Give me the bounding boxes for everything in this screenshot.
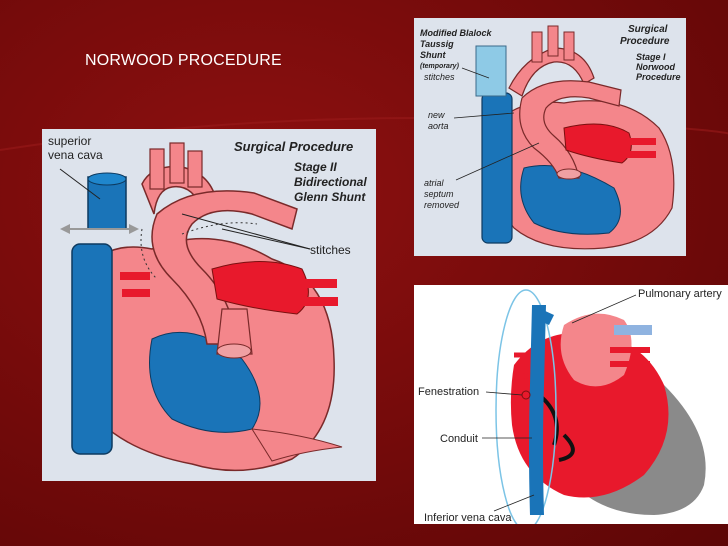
shunt-label-line2: Taussig (420, 39, 454, 49)
heart-red-atria (510, 333, 669, 498)
fontan-conduit-diagram: Pulmonary artery Fenestration Conduit In… (414, 285, 728, 524)
panel-heading-line2: Procedure (620, 36, 670, 47)
stitches-label: stitches (310, 243, 351, 257)
fenestration-label: Fenestration (418, 386, 479, 398)
conduit-tube (529, 305, 546, 515)
aorta-label-line1: new (428, 110, 445, 120)
norwood-stage1-diagram: Modified Blalock Taussig Shunt (temporar… (414, 18, 686, 256)
aorta-label-line2: aorta (428, 121, 449, 131)
pulmonary-artery-label: Pulmonary artery (638, 288, 722, 300)
svc-label-line1: superior (48, 134, 91, 148)
septum-label-line3: removed (424, 200, 460, 210)
fenestration-dot (521, 390, 531, 400)
glenn-shunt-diagram: superior vena cava Surgical Procedure St… (42, 129, 376, 481)
conduit-outline (495, 289, 557, 524)
reconstructed-aorta (151, 190, 298, 345)
shunt-label-line3: Shunt (420, 50, 446, 60)
septum-label-line1: atrial (424, 178, 445, 188)
slide-title: NORWOOD PROCEDURE (85, 52, 282, 69)
septum-label-line2: septum (424, 189, 454, 199)
temporary-label: (temporary) (420, 63, 460, 70)
inferior-vena-cava (71, 243, 113, 455)
panel-heading: Surgical Procedure (234, 139, 353, 154)
shunt-vessel (475, 45, 507, 97)
stage-line3: Procedure (636, 72, 681, 82)
stage-line1: Stage II (294, 160, 337, 174)
stage-line1: Stage I (636, 52, 666, 62)
stitches-label: stitches (424, 72, 455, 82)
conduit-label: Conduit (440, 433, 478, 445)
svc-label-line2: vena cava (48, 148, 103, 162)
stage-line2: Norwood (636, 62, 675, 72)
stage-line2: Bidirectional (294, 175, 367, 189)
stage-line3: Glenn Shunt (294, 190, 366, 204)
ivc-label: Inferior vena cava (424, 512, 512, 524)
shunt-label-line1: Modified Blalock (420, 28, 493, 38)
panel-heading-line1: Surgical (628, 24, 668, 35)
